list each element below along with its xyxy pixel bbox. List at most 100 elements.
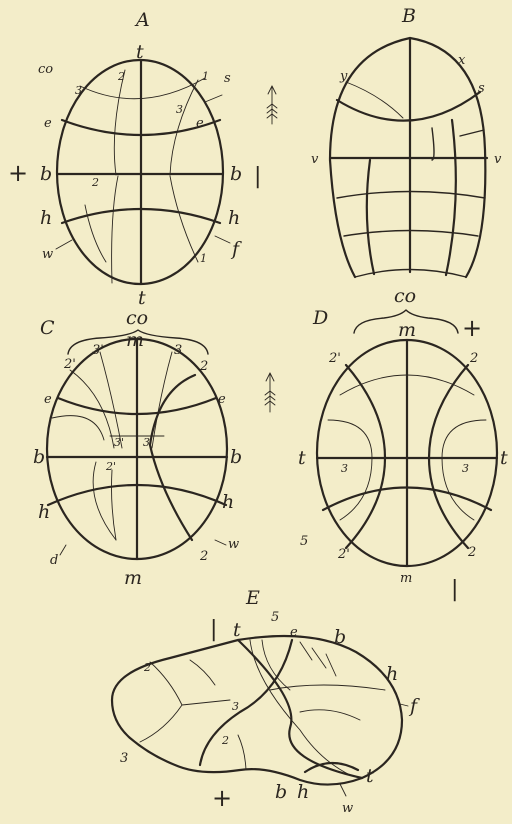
figure-c-thin-arc-left bbox=[52, 416, 104, 440]
figure-b: B x y s v v bbox=[311, 5, 502, 277]
figure-d-label-3-right: 3 bbox=[462, 462, 469, 475]
figure-a-minus-sign: | bbox=[254, 164, 261, 189]
figure-e-label-h-bottom: h bbox=[297, 781, 309, 803]
figure-b-thin-arc-y bbox=[346, 82, 403, 118]
figure-e-label-t-right: t bbox=[366, 765, 374, 787]
figure-a-label-1-top: 1 bbox=[202, 70, 209, 83]
figure-e: E t 5 e b h 2 3 2 3 f t b h w + | bbox=[112, 587, 420, 816]
figure-d-label-2-bottom: 2 bbox=[467, 545, 476, 560]
figure-e-thin-branch-left-2 bbox=[140, 705, 182, 742]
figure-d-thick-curve-right bbox=[429, 365, 468, 548]
figure-e-title: E bbox=[245, 587, 260, 609]
figure-e-thin-arc-right bbox=[270, 685, 385, 690]
arrow-feather-icon bbox=[267, 86, 277, 124]
figure-d-title: D bbox=[312, 307, 328, 329]
figure-b-label-v-right: v bbox=[494, 152, 502, 167]
figure-b-curve-left bbox=[367, 160, 374, 274]
figure-d-label-t-right: t bbox=[500, 447, 508, 469]
figure-c-leader-w bbox=[215, 540, 226, 545]
figure-a-thin-curve-lower-right bbox=[170, 176, 198, 262]
figure-b-title: B bbox=[401, 5, 416, 27]
figure-a-label-1-bottom: 1 bbox=[200, 252, 207, 265]
figure-b-label-v-left: v bbox=[311, 152, 319, 167]
figure-c-title: C bbox=[40, 317, 55, 339]
figure-c-label-m-bottom: m bbox=[124, 567, 142, 589]
figure-a-plus-sign: + bbox=[8, 159, 28, 187]
figure-e-thin-branch-bottom bbox=[238, 735, 246, 770]
figure-e-label-w: w bbox=[342, 801, 353, 816]
figure-c-label-m-top: m bbox=[126, 329, 144, 351]
figure-d-plus-sign: + bbox=[462, 314, 482, 342]
figure-c-label-h-right: h bbox=[222, 491, 234, 513]
figure-e-thick-curve-1 bbox=[238, 640, 362, 778]
figure-e-plus-sign: + bbox=[212, 784, 232, 812]
figure-a-label-b-left: b bbox=[40, 163, 52, 185]
figure-b-upper-arc bbox=[337, 92, 480, 121]
figure-e-label-5: 5 bbox=[271, 610, 279, 625]
figure-a-label-2-top: 2 bbox=[117, 70, 125, 83]
figure-c-label-2-bottom: 2 bbox=[199, 549, 208, 564]
figure-a-title: A bbox=[134, 9, 150, 31]
figure-c-label-w: w bbox=[228, 537, 239, 552]
figure-d-label-m-top: m bbox=[398, 319, 416, 341]
figure-c-label-2p-mid: 2' bbox=[105, 460, 116, 473]
figure-d-label-m-bottom: m bbox=[400, 571, 412, 586]
figure-a-label-e-left: e bbox=[44, 116, 52, 131]
figure-a-leader-f bbox=[215, 236, 230, 243]
figure-e-label-b-bottom: b bbox=[275, 781, 287, 803]
figure-a-label-t-bottom: t bbox=[138, 287, 146, 309]
figure-a-label-h-right: h bbox=[228, 207, 240, 229]
figure-a-thin-curve-lower-left bbox=[112, 176, 118, 283]
figure-e-label-2-left: 2 bbox=[143, 661, 151, 674]
figure-e-leader-f bbox=[400, 704, 408, 706]
figure-a-label-3-left: 3 bbox=[75, 84, 82, 97]
figure-e-thin-ticks-top bbox=[300, 642, 336, 676]
figure-d-label-2p-bottom: 2' bbox=[337, 547, 350, 562]
figure-e-thin-branch-left bbox=[150, 662, 230, 705]
figure-e-label-h-top: h bbox=[386, 663, 398, 685]
figure-b-label-s: s bbox=[478, 81, 485, 96]
figure-e-label-b-top: b bbox=[334, 626, 346, 648]
figure-d-thick-curve-left bbox=[346, 365, 385, 548]
figure-a: A co t t s e e b b h h w f 2 1 3 3 2 1 +… bbox=[8, 9, 277, 309]
figure-c-thin-curve-lower-inner bbox=[112, 470, 117, 540]
figure-a-label-t-top: t bbox=[136, 41, 144, 63]
figure-a-label-f: f bbox=[230, 238, 242, 260]
figure-e-label-t-top: t bbox=[233, 619, 241, 641]
figure-d-label-2p-top: 2' bbox=[328, 351, 341, 366]
figure-d-label-t-left: t bbox=[298, 447, 306, 469]
figure-d-label-5: 5 bbox=[300, 534, 308, 549]
figure-b-curve-right bbox=[446, 120, 456, 275]
figure-a-label-h-left: h bbox=[40, 207, 52, 229]
figure-c-label-3-top: 3 bbox=[174, 343, 182, 358]
figure-e-label-3-bottom: 3 bbox=[120, 751, 128, 766]
figure-a-leader-w bbox=[56, 240, 72, 249]
figure-d-label-co: co bbox=[394, 285, 416, 307]
figure-a-label-co: co bbox=[38, 62, 53, 77]
figure-e-label-e: e bbox=[290, 625, 298, 640]
figure-c-label-3p-top: 3' bbox=[92, 343, 104, 358]
figure-a-label-e-right: e bbox=[196, 116, 204, 131]
figure-c-label-e-left: e bbox=[44, 392, 52, 407]
figure-b-label-y: y bbox=[339, 69, 348, 84]
figure-b-label-x: x bbox=[458, 53, 466, 68]
figure-e-label-2-mid: 2 bbox=[221, 734, 229, 747]
figure-c-label-b-left: b bbox=[33, 446, 45, 468]
figure-e-thin-branch-top bbox=[190, 660, 215, 685]
figure-a-thin-arc-top bbox=[80, 78, 205, 99]
figure-c-label-3p-mid: 3' bbox=[114, 436, 124, 449]
figure-c-label-d: d bbox=[50, 553, 58, 568]
figure-a-label-3-right: 3 bbox=[176, 103, 183, 116]
figure-c-thin-curve-lower-left bbox=[93, 462, 116, 540]
figure-a-thin-curve-left bbox=[114, 70, 125, 175]
figure-d-label-3-left: 3 bbox=[341, 462, 348, 475]
figure-c-label-co: co bbox=[126, 307, 148, 329]
figure-c-label-2p-top: 2' bbox=[63, 357, 76, 372]
figure-c-leader-d bbox=[60, 545, 66, 555]
figure-a-label-s: s bbox=[224, 71, 231, 86]
figure-c-label-e-right: e bbox=[218, 392, 226, 407]
figure-a-label-2-mid: 2 bbox=[91, 176, 99, 189]
figure-b-thin-curve-right-upper bbox=[432, 128, 434, 160]
